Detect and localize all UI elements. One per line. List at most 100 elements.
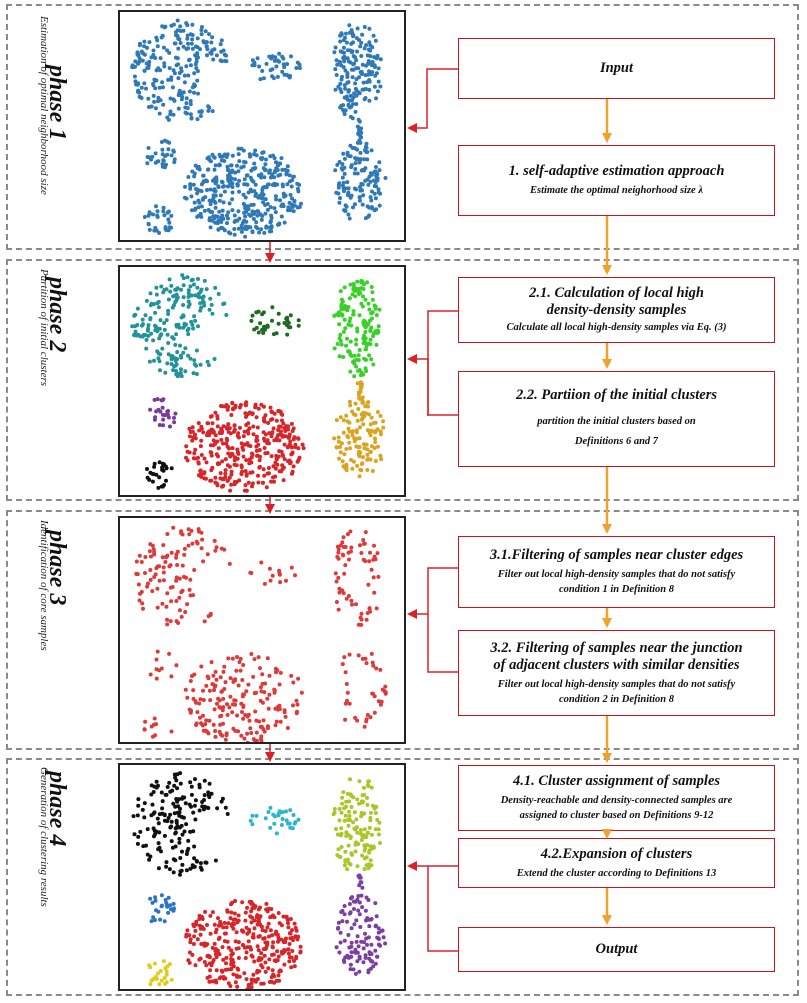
sample-point xyxy=(297,205,302,209)
sample-point xyxy=(160,147,165,152)
sample-point xyxy=(258,321,263,326)
sample-point xyxy=(252,918,257,923)
sample-point xyxy=(352,459,356,464)
sample-point xyxy=(179,614,184,619)
sample-point xyxy=(365,280,370,285)
sample-point xyxy=(339,32,344,37)
sample-point xyxy=(193,447,198,452)
sample-point xyxy=(362,414,367,418)
sample-point xyxy=(343,86,348,91)
sample-point xyxy=(183,801,188,806)
sample-point xyxy=(376,79,381,84)
sample-point xyxy=(274,831,279,836)
sample-point xyxy=(176,76,181,81)
sample-point xyxy=(251,217,256,221)
sample-point xyxy=(157,982,162,987)
sample-point xyxy=(292,203,297,208)
sample-point xyxy=(225,152,230,157)
sample-point xyxy=(194,348,199,353)
sample-point xyxy=(171,901,176,906)
sample-point xyxy=(245,987,249,989)
sample-point xyxy=(163,24,168,29)
sample-point xyxy=(151,93,156,98)
sample-point xyxy=(198,444,203,449)
sample-point xyxy=(356,842,361,846)
sample-point xyxy=(196,455,200,460)
sample-point xyxy=(357,801,361,806)
sample-point xyxy=(373,901,378,906)
sample-point xyxy=(271,332,276,337)
sample-point xyxy=(178,343,182,348)
sample-point xyxy=(348,777,352,782)
sample-point xyxy=(160,799,165,804)
phase-2-label: phase 2 Partition of initial clusters xyxy=(14,265,114,505)
sample-point xyxy=(348,962,353,967)
sample-point xyxy=(215,461,220,466)
sample-point xyxy=(353,86,358,91)
scatter-panel-phase-3 xyxy=(118,516,406,744)
sample-point xyxy=(262,581,267,586)
sample-point xyxy=(256,330,261,335)
sample-point xyxy=(157,326,162,331)
sample-point xyxy=(158,98,163,103)
sample-point xyxy=(182,80,187,85)
sample-point xyxy=(368,449,373,454)
sample-point xyxy=(164,972,169,977)
sample-point xyxy=(359,622,364,627)
sample-point xyxy=(184,101,189,106)
sample-point xyxy=(147,359,152,364)
sample-point xyxy=(360,167,365,172)
sample-point xyxy=(265,324,270,329)
sample-point xyxy=(248,726,253,731)
sample-point xyxy=(248,444,253,449)
sample-point xyxy=(263,816,268,821)
sample-point xyxy=(224,441,229,446)
sample-point xyxy=(344,40,349,45)
sample-point xyxy=(154,657,159,662)
sample-point xyxy=(369,285,374,289)
sample-point xyxy=(344,596,349,601)
sample-point xyxy=(278,580,283,585)
sample-point xyxy=(370,290,375,295)
sample-point xyxy=(291,813,296,817)
scatter-panel-phase-4 xyxy=(118,763,406,991)
sample-point xyxy=(194,721,199,726)
sample-point xyxy=(285,164,290,169)
sample-point xyxy=(207,979,212,984)
sample-point xyxy=(341,109,346,114)
sample-point xyxy=(161,417,166,422)
sample-point xyxy=(254,434,259,439)
sample-point xyxy=(366,898,371,902)
sample-point xyxy=(221,975,226,979)
sample-point xyxy=(232,213,237,218)
sample-point xyxy=(290,949,295,953)
sample-point xyxy=(359,551,364,555)
sample-point xyxy=(226,230,231,235)
sample-point xyxy=(367,318,372,323)
sample-point xyxy=(252,926,257,931)
sample-point xyxy=(250,813,255,818)
sample-point xyxy=(166,895,171,900)
sample-point xyxy=(244,219,249,224)
sample-point xyxy=(366,400,371,405)
sample-point xyxy=(183,184,187,189)
sample-point xyxy=(182,546,187,551)
sample-point xyxy=(349,41,354,46)
sample-point xyxy=(157,460,162,465)
sample-point xyxy=(264,907,269,912)
sample-point xyxy=(355,418,360,423)
sample-point xyxy=(228,916,233,921)
sample-point xyxy=(241,454,246,459)
sample-point xyxy=(226,422,231,427)
sample-point xyxy=(367,606,372,611)
sample-point xyxy=(371,33,376,38)
sample-point xyxy=(338,60,342,65)
sample-point xyxy=(342,59,347,64)
sample-point xyxy=(265,207,270,212)
scatter-panel-phase-1 xyxy=(118,10,406,242)
sample-point xyxy=(150,802,155,807)
sample-point xyxy=(373,811,378,815)
sample-point xyxy=(262,185,267,189)
sample-point xyxy=(237,178,242,183)
sample-point xyxy=(227,170,232,175)
